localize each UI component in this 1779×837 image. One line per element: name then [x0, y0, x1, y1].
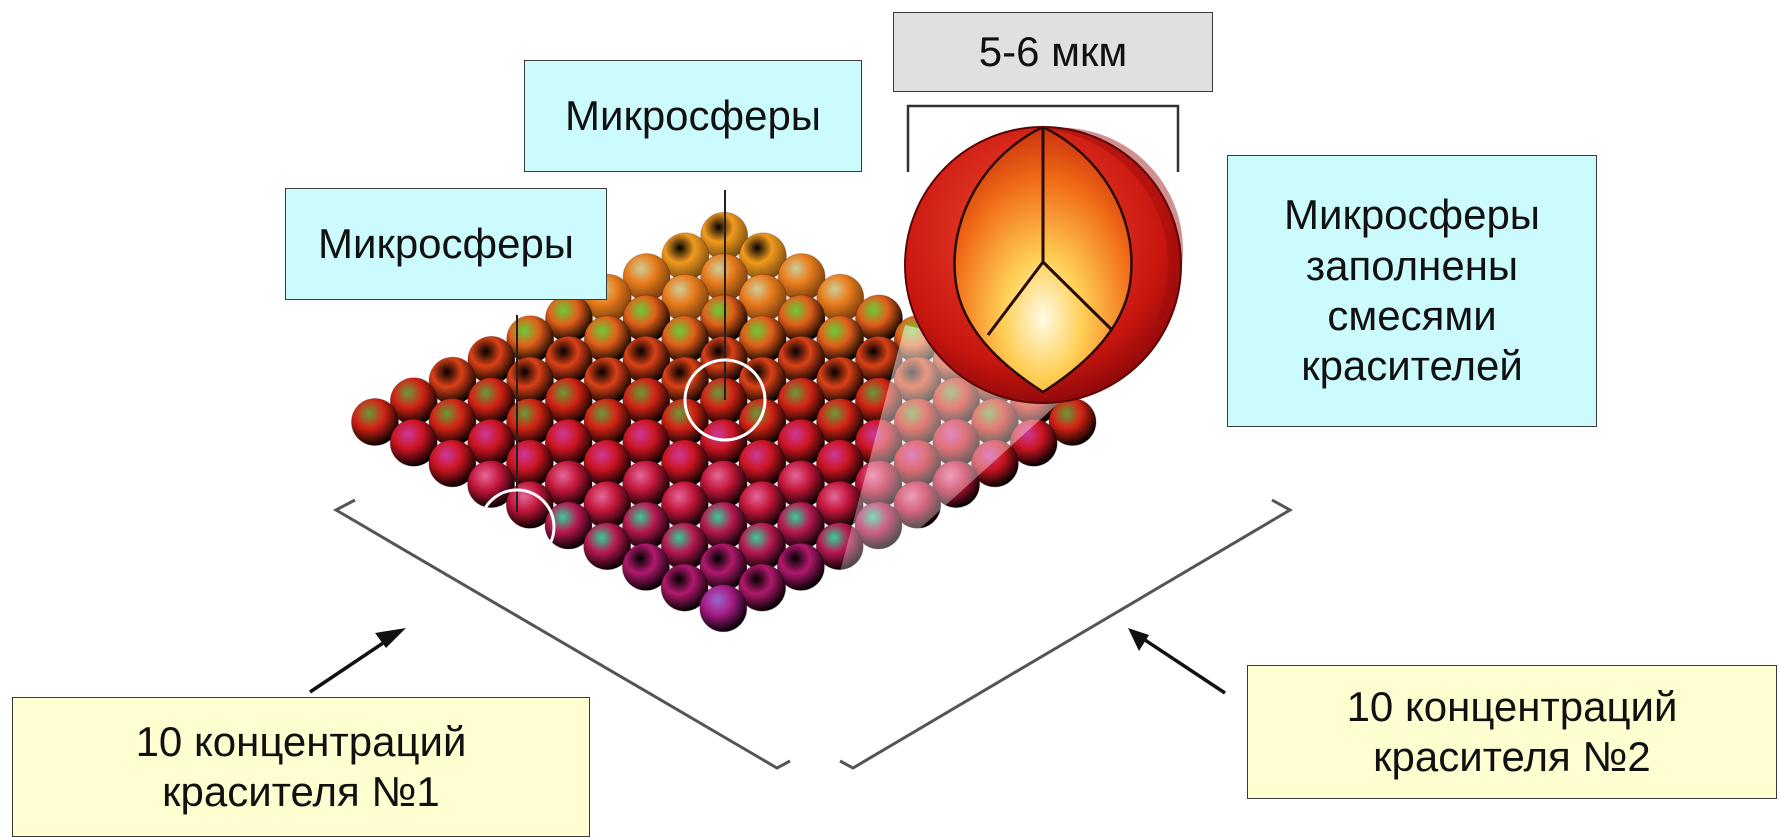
microsphere: [776, 542, 825, 591]
arrow-dye2: [1128, 628, 1226, 695]
size-bracket: [906, 104, 1180, 172]
filled-microspheres-label: Микросферы заполнены смесями красителей: [1284, 191, 1540, 390]
base-bracket-right: [839, 498, 1294, 770]
microsphere: [583, 522, 632, 571]
microsphere: [505, 480, 554, 529]
dye2-concentrations-box: 10 концентраций красителя №2: [1247, 665, 1777, 799]
dye1-concentrations-box: 10 концентраций красителя №1: [12, 697, 590, 837]
microsphere: [738, 563, 787, 612]
magnified-microsphere: [904, 125, 1183, 404]
microsphere-grid: [351, 211, 1097, 633]
dye2-concentrations-label: 10 концентраций красителя №2: [1346, 682, 1678, 780]
microspheres-label-left: Микросферы: [318, 219, 574, 267]
microsphere: [699, 584, 748, 633]
highlight-circle-top: [683, 358, 767, 442]
microsphere: [621, 542, 670, 591]
microspheres-label-left-box: Микросферы: [285, 188, 607, 300]
size-label-box: 5-6 мкм: [893, 12, 1213, 92]
microsphere: [428, 439, 477, 488]
microsphere: [351, 398, 399, 446]
highlight-circle-left: [478, 488, 556, 566]
base-bracket-left: [332, 498, 791, 770]
dye1-concentrations-label: 10 концентраций красителя №1: [135, 717, 467, 815]
arrow-dye1: [309, 628, 406, 694]
size-label: 5-6 мкм: [978, 27, 1128, 75]
microsphere: [389, 418, 438, 467]
microsphere: [660, 563, 709, 612]
microsphere: [544, 501, 593, 550]
microspheres-label-top: Микросферы: [565, 91, 821, 139]
microsphere: [467, 460, 516, 509]
microspheres-label-top-box: Микросферы: [524, 60, 862, 172]
filled-microspheres-label-box: Микросферы заполнены смесями красителей: [1227, 155, 1597, 427]
